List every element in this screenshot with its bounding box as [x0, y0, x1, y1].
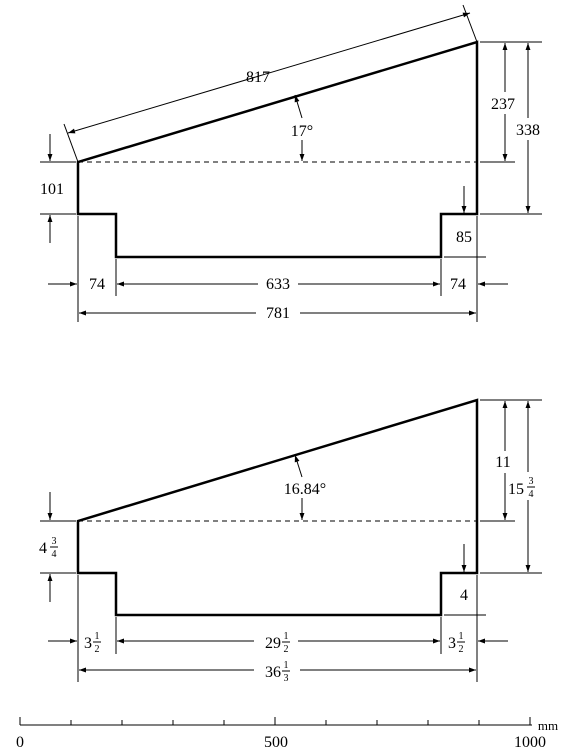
top-slope-length: 817 — [246, 69, 270, 86]
bottom-left-offset-den: 2 — [95, 644, 100, 655]
scale-label-0: 0 — [16, 734, 24, 749]
bottom-left-height-den: 4 — [52, 549, 57, 560]
bottom-rise-label: 11 — [495, 454, 510, 471]
top-drop-label: 85 — [456, 229, 472, 246]
top-angle-arrow-up — [294, 94, 303, 119]
bottom-total-height-den: 4 — [529, 489, 534, 500]
top-shape-outline — [76, 40, 479, 259]
bottom-left-offset-label: 3 1 2 — [84, 631, 101, 655]
bottom-left-height-num: 3 — [52, 536, 57, 547]
top-total-width-label: 781 — [266, 305, 290, 322]
scale-unit: mm — [538, 718, 558, 733]
top-angle-label: 17° — [291, 123, 313, 140]
top-bottom-width-label: 633 — [266, 276, 290, 293]
top-left-offset-label: 74 — [89, 276, 105, 293]
bottom-bottom-width-den: 2 — [284, 644, 289, 655]
bottom-left-offset-num: 1 — [95, 631, 100, 642]
bottom-left-height-whole: 4 — [39, 540, 47, 557]
top-slope-extension-left — [63, 123, 79, 163]
top-drawing: 817 17° 237 338 101 85 74 — [40, 4, 546, 323]
bottom-total-height-label: 15 3 4 — [508, 476, 535, 500]
bottom-right-offset-label: 3 1 2 — [448, 631, 465, 655]
top-right-offset-label: 74 — [450, 276, 466, 293]
bottom-right-offset-num: 1 — [459, 631, 464, 642]
bottom-angle-arrow-up — [294, 454, 303, 478]
bottom-total-height-num: 3 — [529, 476, 534, 487]
top-slope-extension-right — [462, 4, 478, 43]
bottom-total-width-num: 1 — [284, 660, 289, 671]
bottom-bottom-width-label: 29 1 2 — [265, 631, 290, 655]
bottom-total-width-label: 36 1 3 — [265, 660, 290, 684]
bottom-drawing: 16.84° 11 15 3 4 4 3 4 4 — [39, 398, 546, 684]
scale-label-1000: 1000 — [514, 734, 546, 749]
top-left-height-label: 101 — [40, 181, 64, 198]
bottom-drop-label: 4 — [460, 587, 468, 604]
bottom-total-width-whole: 36 — [265, 664, 281, 681]
bottom-left-offset-whole: 3 — [84, 635, 92, 652]
scale-label-500: 500 — [264, 734, 288, 749]
bottom-left-height-label: 4 3 4 — [39, 536, 58, 560]
bottom-right-offset-den: 2 — [459, 644, 464, 655]
top-rise-label: 237 — [491, 96, 515, 113]
bottom-right-offset-whole: 3 — [448, 635, 456, 652]
bottom-bottom-width-whole: 29 — [265, 635, 281, 652]
bottom-angle-label: 16.84° — [284, 481, 326, 498]
bottom-bottom-width-num: 1 — [284, 631, 289, 642]
scale-ticks — [19, 717, 531, 725]
top-slope-dim-line — [67, 12, 471, 134]
bottom-total-width-den: 3 — [284, 673, 289, 684]
scale-bar: 0 500 1000 mm — [16, 717, 558, 749]
bottom-shape-outline — [76, 398, 479, 617]
bottom-total-height-whole: 15 — [508, 481, 524, 498]
top-total-height-label: 338 — [516, 122, 540, 139]
